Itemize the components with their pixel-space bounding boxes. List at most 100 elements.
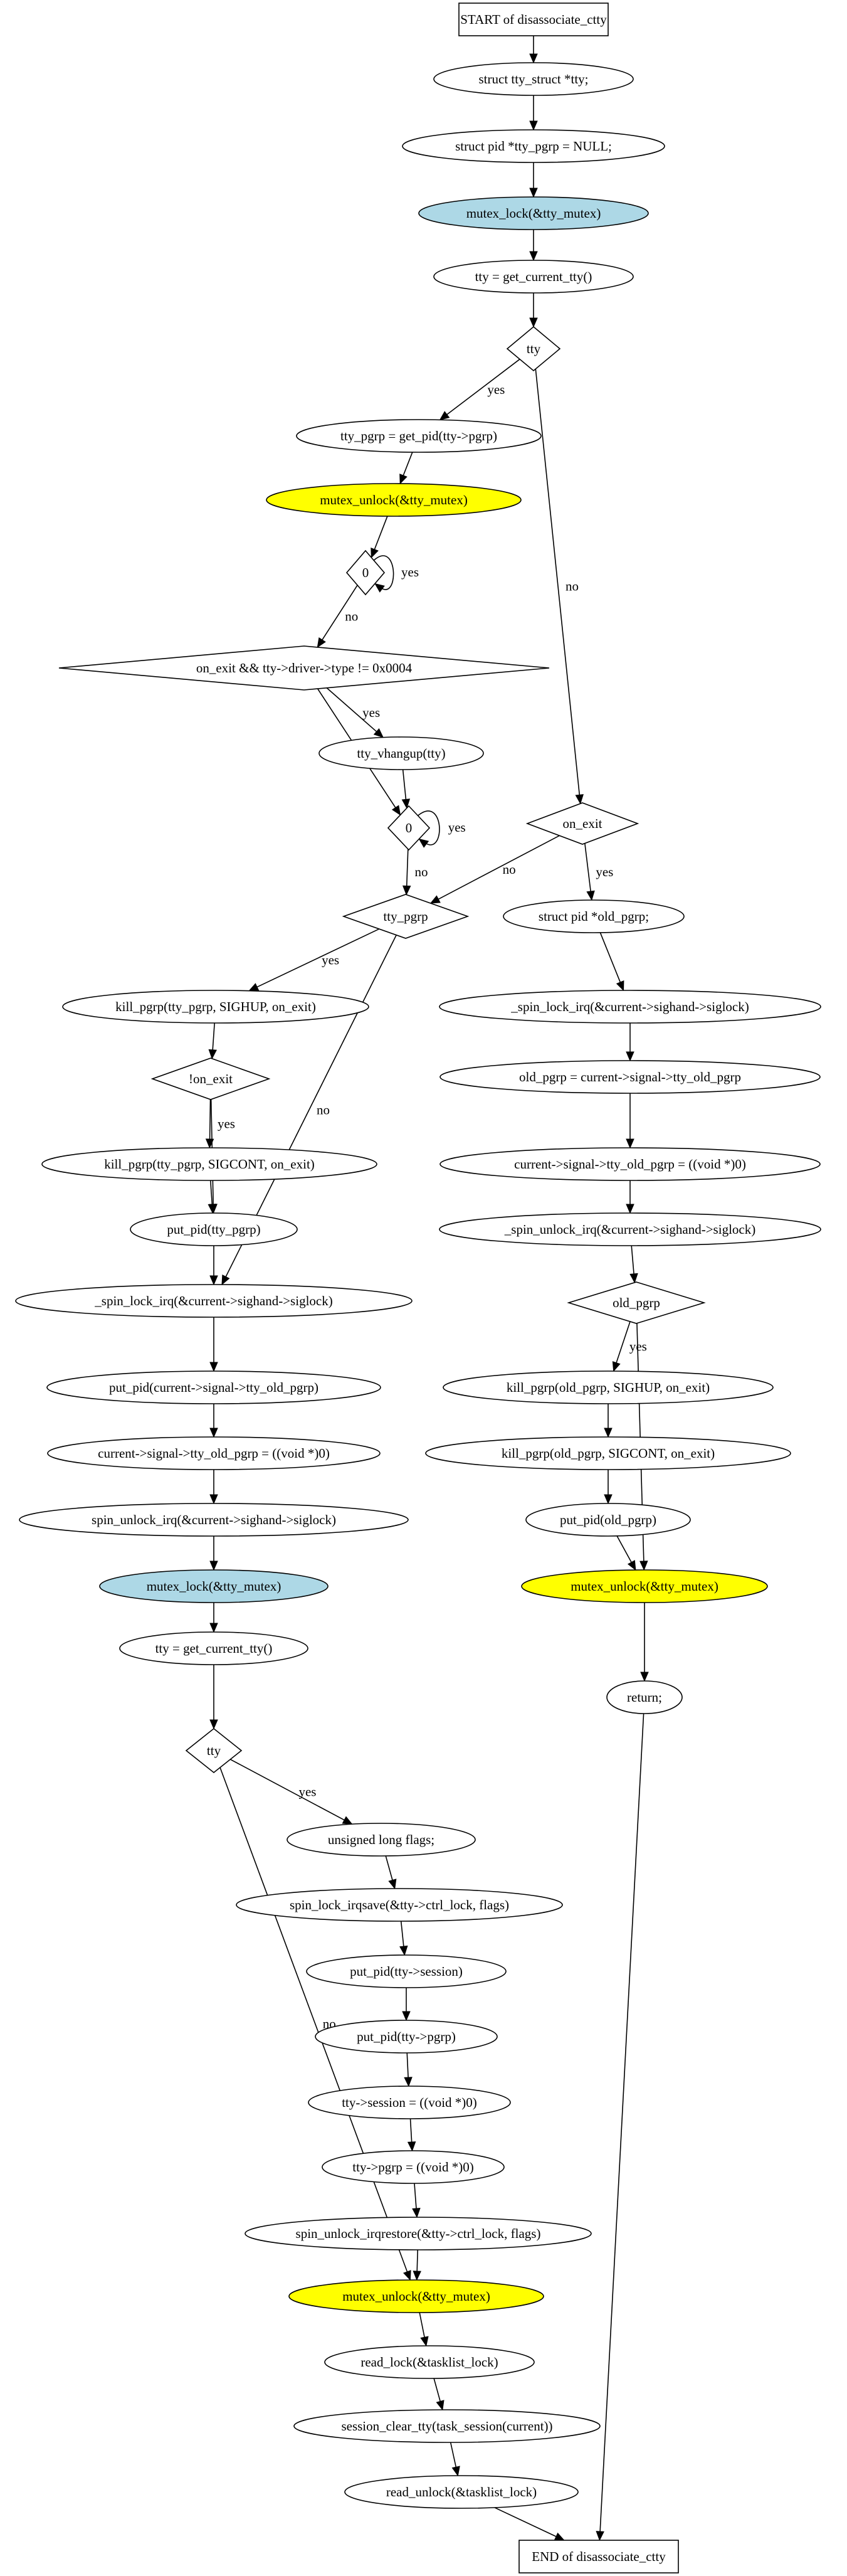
edge-line xyxy=(229,1759,345,1821)
ellipse-shape xyxy=(439,990,821,1024)
edge-n-get-pgrp-to-n-unlock1 xyxy=(399,452,413,485)
edge-line xyxy=(402,452,413,477)
arrow-head xyxy=(529,120,538,131)
arrow-head xyxy=(388,1879,397,1890)
arrow-head xyxy=(612,1361,621,1372)
edge-line xyxy=(374,516,388,551)
arrow-head xyxy=(616,980,624,992)
node-label: old_pgrp = current->signal->tty_old_pgrp xyxy=(519,1069,741,1084)
arrow-head xyxy=(626,1204,634,1214)
edge-n-spin-unlock-l-to-n-lock2 xyxy=(209,1536,218,1571)
arrow-head xyxy=(436,2400,445,2411)
edge-d-zero1-to-d-on-exit-type: no xyxy=(317,585,358,648)
edge-line xyxy=(385,1855,394,1881)
edge-n-unlock2-to-n-read-lock xyxy=(419,2312,429,2347)
edge-line xyxy=(631,1245,634,1275)
diamond-shape xyxy=(185,1727,243,1774)
ellipse-shape xyxy=(322,2150,505,2184)
edge-n-irqsave-to-n-put-session xyxy=(399,1921,408,1956)
edge-line xyxy=(616,1321,631,1364)
node-label: tty = get_current_tty() xyxy=(155,1641,273,1656)
node-label: START of disassociate_ctty xyxy=(460,12,607,27)
ellipse-shape xyxy=(119,1631,308,1665)
edge-line xyxy=(406,849,409,887)
node-n-kill-old-hup: kill_pgrp(old_pgrp, SIGHUP, on_exit) xyxy=(443,1370,774,1404)
node-d-tty-pgrp: tty_pgrp xyxy=(342,894,470,939)
arrow-head xyxy=(529,317,538,328)
node-label: return; xyxy=(627,1690,662,1705)
ellipse-shape xyxy=(130,1212,298,1246)
node-n-spin-unlock-l: spin_unlock_irq(&current->sighand->siglo… xyxy=(19,1503,409,1537)
ellipse-shape xyxy=(318,736,484,770)
node-n-flags: unsigned long flags; xyxy=(287,1823,476,1857)
edge-line xyxy=(406,2052,409,2079)
edge-n-spin-lock-r-to-n-old-pgrp-assign xyxy=(626,1023,634,1062)
edge-line xyxy=(373,555,394,590)
arrow-head xyxy=(629,1273,638,1284)
arrow-head xyxy=(317,637,326,648)
node-n-irqrestore: spin_unlock_irqrestore(&tty->ctrl_lock, … xyxy=(245,2217,592,2250)
arrow-head xyxy=(604,1428,613,1438)
arrow-head xyxy=(371,547,379,559)
ellipse-shape xyxy=(606,1680,683,1714)
node-n-get-tty2: tty = get_current_tty() xyxy=(119,1631,308,1665)
edge-n-unlock1-to-d-zero1 xyxy=(371,516,388,559)
node-n-kill-hup: kill_pgrp(tty_pgrp, SIGHUP, on_exit) xyxy=(62,990,369,1024)
edge-label-yes: yes xyxy=(401,564,419,580)
node-label: read_lock(&tasklist_lock) xyxy=(360,2355,498,2370)
ellipse-shape xyxy=(425,1436,791,1470)
node-n-get-tty1: tty = get_current_tty() xyxy=(433,260,634,294)
edge-d-tty1-to-d-on-exit: no xyxy=(535,369,584,805)
node-label: END of disassociate_ctty xyxy=(532,2549,666,2564)
node-d-zero1: 0 xyxy=(345,549,386,596)
arrow-head xyxy=(596,2531,604,2542)
node-n-get-pgrp: tty_pgrp = get_pid(tty->pgrp) xyxy=(296,419,542,453)
edge-line xyxy=(419,2312,426,2338)
ellipse-shape xyxy=(236,1888,563,1922)
edge-label-yes: yes xyxy=(218,1116,235,1131)
edge-label-yes: yes xyxy=(298,1784,316,1799)
edge-n-lock2-to-n-get-tty2 xyxy=(209,1603,218,1633)
node-n-pgrp-decl: struct pid *tty_pgrp = NULL; xyxy=(402,129,665,163)
node-label: spin_unlock_irqrestore(&tty->ctrl_lock, … xyxy=(296,2226,541,2241)
box-shape xyxy=(518,2540,679,2573)
edge-label-yes: yes xyxy=(487,382,505,397)
node-label: put_pid(tty->session) xyxy=(350,1964,463,1979)
edge-line xyxy=(212,1022,215,1051)
arrow-head xyxy=(413,2271,421,2281)
node-label: _spin_lock_irq(&current->sighand->sigloc… xyxy=(510,999,749,1014)
node-label: mutex_lock(&tty_mutex) xyxy=(147,1579,281,1594)
node-n-return: return; xyxy=(606,1680,683,1714)
arrow-head xyxy=(208,1049,217,1060)
edge-label-yes: yes xyxy=(322,952,339,967)
arrow-head xyxy=(209,1275,218,1286)
edge-d-tty-pgrp-to-n-kill-hup: yes xyxy=(248,928,380,992)
edge-n-clear-old-l-to-n-spin-unlock-l xyxy=(209,1470,218,1505)
ellipse-shape xyxy=(287,1823,476,1857)
arrow-head xyxy=(209,1623,218,1633)
edge-line xyxy=(326,687,377,733)
edge-n-spin-lock-l-to-n-put-old-signal xyxy=(209,1317,218,1372)
edge-line xyxy=(446,359,520,416)
edge-line xyxy=(599,932,621,983)
edge-n-put-tty-pgrp-to-n-spin-lock-l xyxy=(209,1246,218,1286)
node-d-tty1: tty xyxy=(506,326,561,372)
arrow-head xyxy=(529,188,538,198)
node-n-clear-old-l: current->signal->tty_old_pgrp = ((void *… xyxy=(47,1436,381,1470)
node-label: unsigned long flags; xyxy=(328,1832,434,1847)
node-label: on_exit && tty->driver->type != 0x0004 xyxy=(196,660,413,676)
edge-n-kill-old-cont-to-n-put-old xyxy=(604,1470,613,1505)
node-d-on-exit-type: on_exit && tty->driver->type != 0x0004 xyxy=(58,645,550,691)
edge-d-on-exit-to-n-old-pgrp-decl: yes xyxy=(584,843,613,901)
node-label: mutex_unlock(&tty_mutex) xyxy=(320,492,468,507)
edge-n-pgrp-null-to-n-irqrestore xyxy=(412,2183,421,2218)
edge-d-tty1-to-n-get-pgrp: yes xyxy=(439,359,520,421)
edge-line xyxy=(450,2442,457,2468)
arrow-head xyxy=(451,2466,460,2477)
ellipse-shape xyxy=(315,2020,498,2054)
arrow-head xyxy=(439,411,450,421)
edge-start-to-n-tty-decl xyxy=(529,36,538,64)
node-d-old-pgrp: old_pgrp xyxy=(567,1281,706,1324)
edge-n-pgrp-decl-to-n-lock1 xyxy=(529,162,538,198)
ellipse-shape xyxy=(503,899,685,933)
